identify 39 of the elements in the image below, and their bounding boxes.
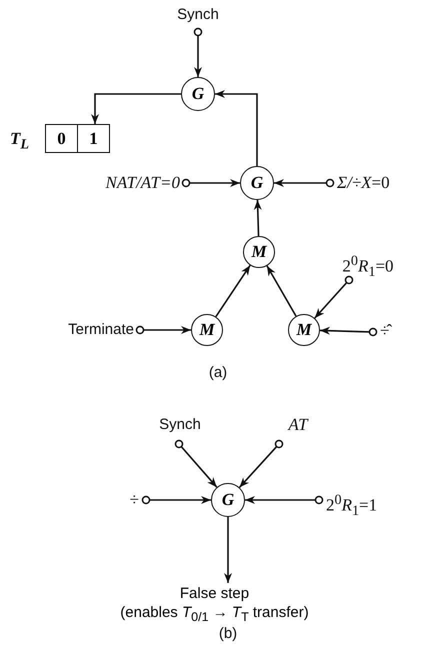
arrow [274,179,326,187]
arrow [144,326,191,334]
arrow [254,200,262,236]
panel-label: (b) [218,625,238,643]
output-text: (enables T$_{0/1}$ → T$_{T}$ transfer) [120,603,309,626]
output-text: False step [180,584,250,603]
arrow [194,36,202,77]
logic-circle: G [181,77,215,111]
input-label: Synch [177,4,219,26]
arrow [190,179,240,187]
arrow [150,496,211,504]
arrow [314,282,348,319]
logic-circle: M [288,314,320,346]
input-label: 2$^{0}$R$_{1}$=0 [342,250,394,284]
arrow [224,517,232,583]
input-label: Synch [159,414,201,436]
arrow [320,326,370,335]
logic-circle: G [240,166,274,200]
arrow [238,446,278,488]
register-digit: 0 [56,128,67,150]
logic-circle: M [191,314,223,346]
input-label: Terminate [68,319,134,341]
arrow [245,496,316,504]
arrow [266,265,297,317]
panel-label: (a) [208,364,228,382]
input-label: NAT/AT=0 [106,172,180,194]
arrow [215,90,258,166]
input-label: ÷ [130,489,139,511]
input-label: 2$^{0}$R$_{1}$=1 [326,489,378,522]
arrow [91,93,181,124]
arrow [215,264,251,318]
input-label: Σ/÷X=0 [337,172,390,194]
arrow [180,446,218,488]
logic-circle: M [243,236,275,268]
register-digit: 1 [77,125,109,152]
logic-circle: G [211,483,245,517]
input-label: ÷̂ [380,320,390,342]
register-label: T$_{L}$ [10,128,30,154]
input-label: AT [288,414,308,436]
